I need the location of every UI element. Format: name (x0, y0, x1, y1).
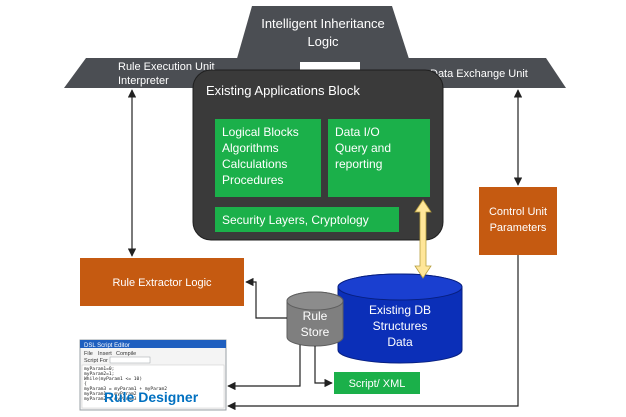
existing-applications-block: Existing Applications Block Logical Bloc… (192, 69, 444, 241)
rule-designer-title-bar (80, 340, 226, 348)
arrow-store-to-designer (227, 345, 301, 391)
data-io-line-2: Query and (335, 141, 391, 155)
rule-designer-menu-file: File (84, 351, 93, 357)
script-xml-box: Script/ XML (334, 372, 420, 394)
rule-designer-menu-compile: Compile (116, 351, 136, 357)
rule-designer-script-select (109, 356, 151, 364)
logical-line-4: Procedures (222, 173, 283, 187)
script-xml-label: Script/ XML (349, 378, 406, 390)
arrow-dataio-to-db (414, 199, 432, 279)
rule-extractor-box: Rule Extractor Logic (80, 258, 244, 306)
db-line2: Structures (373, 319, 428, 333)
control-unit-line1: Control Unit (489, 206, 547, 218)
logical-blocks-box: Logical Blocks Algorithms Calculations P… (215, 119, 321, 197)
data-io-line-1: Data I/O (335, 125, 380, 139)
rule-designer-caption: Rule Designer (104, 389, 199, 405)
rule-designer-menu-insert: Insert (98, 351, 112, 357)
rule-execution-unit-line2: Interpreter (118, 75, 169, 87)
arrow-control-to-designer (227, 255, 519, 411)
logical-line-2: Algorithms (222, 141, 279, 155)
intelligent-inheritance-line1: Intelligent Inheritance (261, 16, 385, 31)
db-line1: Existing DB (369, 303, 431, 317)
security-layers-label: Security Layers, Cryptology (222, 213, 369, 227)
rule-designer-window: DSL Script Editor File Insert Compile Sc… (79, 339, 227, 411)
data-io-line-3: reporting (335, 157, 382, 171)
rule-store-line1: Rule (303, 309, 328, 323)
existing-db-cylinder: Existing DB Structures Data (337, 273, 463, 364)
control-unit-box: Control Unit Parameters (479, 187, 557, 255)
security-layers-box: Security Layers, Cryptology (215, 207, 399, 232)
code-line-2: myParam2=1; (84, 371, 114, 377)
code-line-1: myParam1=0; (84, 366, 114, 372)
rule-store-cylinder: Rule Store (286, 291, 344, 347)
intelligent-inheritance-block: Intelligent Inheritance Logic (236, 6, 410, 62)
applications-block-title: Existing Applications Block (206, 83, 360, 98)
logical-line-1: Logical Blocks (222, 125, 299, 139)
code-line-7: myParam2 = myParam3 (84, 396, 137, 402)
code-line-4: { (84, 381, 87, 387)
rule-designer-toolbar-label: Script For (84, 358, 108, 364)
code-line-6: myParam1 = myParam2 (84, 391, 137, 397)
data-io-box: Data I/O Query and reporting (328, 119, 430, 197)
arrow-store-to-extractor (245, 277, 287, 319)
db-line3: Data (387, 335, 413, 349)
rule-extractor-label: Rule Extractor Logic (112, 277, 212, 289)
data-exchange-unit-label: Data Exchange Unit (430, 68, 528, 80)
logical-line-3: Calculations (222, 157, 287, 171)
rule-execution-unit-line1: Rule Execution Unit (118, 61, 215, 73)
connectors (127, 89, 523, 411)
arrow-store-to-script (314, 346, 333, 388)
rule-designer-title-text: DSL Script Editor (84, 343, 130, 349)
control-unit-line2: Parameters (490, 222, 547, 234)
intelligent-inheritance-line2: Logic (307, 34, 339, 49)
rule-store-line2: Store (301, 325, 330, 339)
code-line-3: While(myParam1 <= 10) (84, 376, 142, 382)
code-line-5: myParam3 = myParam1 + myParam2 (84, 386, 167, 392)
